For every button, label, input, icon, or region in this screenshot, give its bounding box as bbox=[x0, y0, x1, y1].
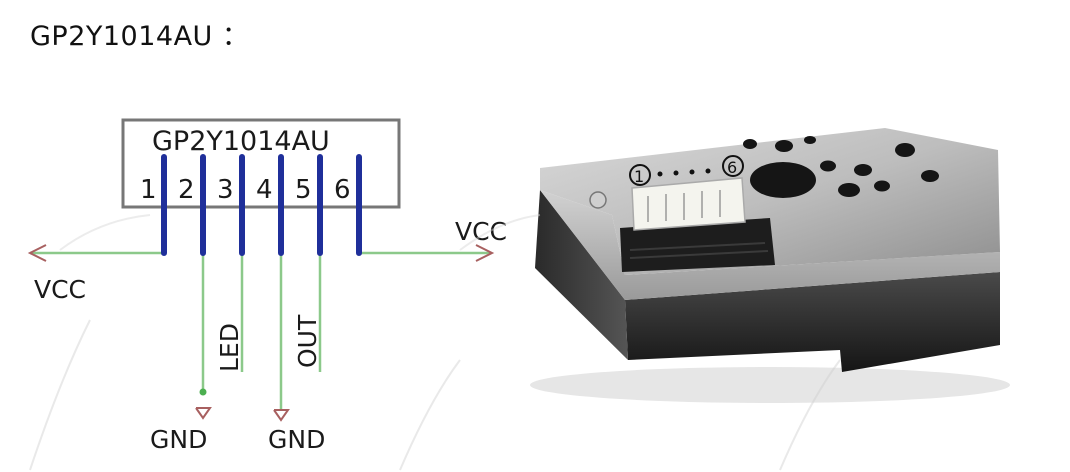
chip-outline bbox=[121, 118, 401, 209]
pin-number-1: 1 bbox=[140, 175, 157, 205]
pin-start-marker: 1 bbox=[634, 167, 644, 186]
gnd-right-symbol bbox=[273, 409, 290, 422]
vcc-right-arrow bbox=[475, 244, 495, 262]
gnd-right-label: GND bbox=[268, 425, 325, 454]
vcc-right-label: VCC bbox=[455, 217, 507, 246]
chip-label: GP2Y1014AU bbox=[152, 126, 330, 157]
vcc-left-arrow bbox=[27, 244, 47, 262]
junction-dot bbox=[199, 388, 207, 396]
pin-number-4: 4 bbox=[256, 175, 273, 205]
pin-number-5: 5 bbox=[295, 175, 312, 205]
pin-number-3: 3 bbox=[217, 175, 234, 205]
sensor-body-side bbox=[535, 190, 628, 360]
pin-end-marker: 6 bbox=[727, 158, 737, 177]
pin-number-2: 2 bbox=[178, 175, 195, 205]
large-hole bbox=[750, 162, 816, 198]
watermarks bbox=[29, 214, 841, 471]
sensor-illustration: 1 6 bbox=[530, 128, 1010, 403]
schematic: GP2Y1014AU 1 2 3 4 5 6 VCC VCC LED OUT G… bbox=[27, 118, 507, 454]
sensor-metal-band bbox=[540, 190, 1000, 300]
page-title: GP2Y1014AU ： bbox=[30, 21, 250, 52]
sensor-body-front bbox=[625, 272, 1000, 372]
wires bbox=[30, 251, 490, 410]
gnd-left-symbol bbox=[195, 407, 212, 420]
led-label: LED bbox=[215, 323, 244, 372]
pin-number-6: 6 bbox=[334, 175, 351, 205]
pins bbox=[161, 154, 362, 256]
white-connector bbox=[631, 177, 746, 231]
out-label: OUT bbox=[293, 314, 322, 368]
vcc-left-label: VCC bbox=[34, 275, 86, 304]
connector-opening bbox=[620, 218, 775, 272]
top-holes bbox=[743, 136, 939, 198]
gnd-left-label: GND bbox=[150, 425, 207, 454]
